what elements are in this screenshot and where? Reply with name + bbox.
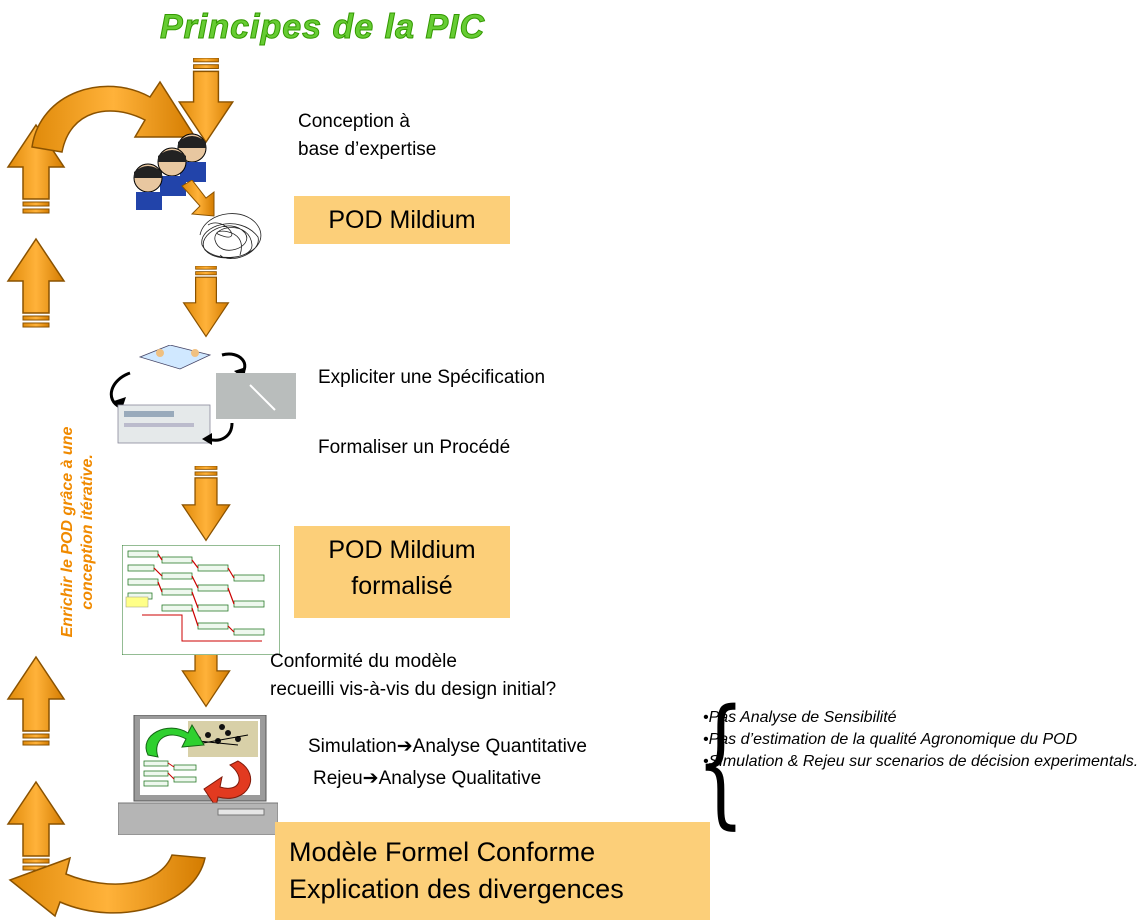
formaliser-label: Formaliser un Procédé <box>318 437 511 458</box>
down-arrow-icon <box>176 266 236 338</box>
up-arrow-icon <box>6 652 66 748</box>
expliciter-label: Expliciter une Spécification <box>318 367 546 388</box>
simulation-computer-icon <box>118 715 278 835</box>
brace-icon: { <box>696 680 746 843</box>
specification-illustration <box>109 345 296 445</box>
formal-model-diagram <box>122 545 280 655</box>
note-item: •Pas Analyse de Sensibilité <box>703 709 897 726</box>
curved-arrow-icon <box>8 854 206 918</box>
up-arrow-icon <box>6 234 66 330</box>
simulation-label: Simulation➔Analyse Quantitative <box>308 735 587 757</box>
note-item: •Simulation & Rejeu sur scenarios de déc… <box>703 753 1139 770</box>
pod-mildium-box: POD Mildium <box>294 196 510 244</box>
page-title: Principes de la PIC <box>159 8 486 47</box>
conformite-question: Conformité du modèle recueilli vis-à-vis… <box>270 651 557 700</box>
note-item: •Pas d’estimation de la qualité Agronomi… <box>703 731 1078 748</box>
experts-icon <box>133 133 207 210</box>
curved-arrow-icon <box>31 80 197 153</box>
diagonal-arrow-icon <box>181 180 215 217</box>
rejeu-label: Rejeu➔Analyse Qualitative <box>313 767 542 789</box>
notes-list: •Pas Analyse de Sensibilité •Pas d’estim… <box>703 707 1139 773</box>
conception-label: Conception à base d’expertise <box>298 111 437 160</box>
pod-formalise-box: POD Mildium formalisé <box>294 526 510 618</box>
right-arrow-icon: ➔ <box>396 735 413 757</box>
side-label: Enrichir le POD grâce à une conception i… <box>59 426 96 638</box>
scribble-icon <box>199 213 262 260</box>
modele-formel-box: Modèle Formel Conforme Explication des d… <box>275 822 710 920</box>
down-arrow-icon <box>176 466 236 542</box>
right-arrow-icon: ➔ <box>362 767 379 789</box>
